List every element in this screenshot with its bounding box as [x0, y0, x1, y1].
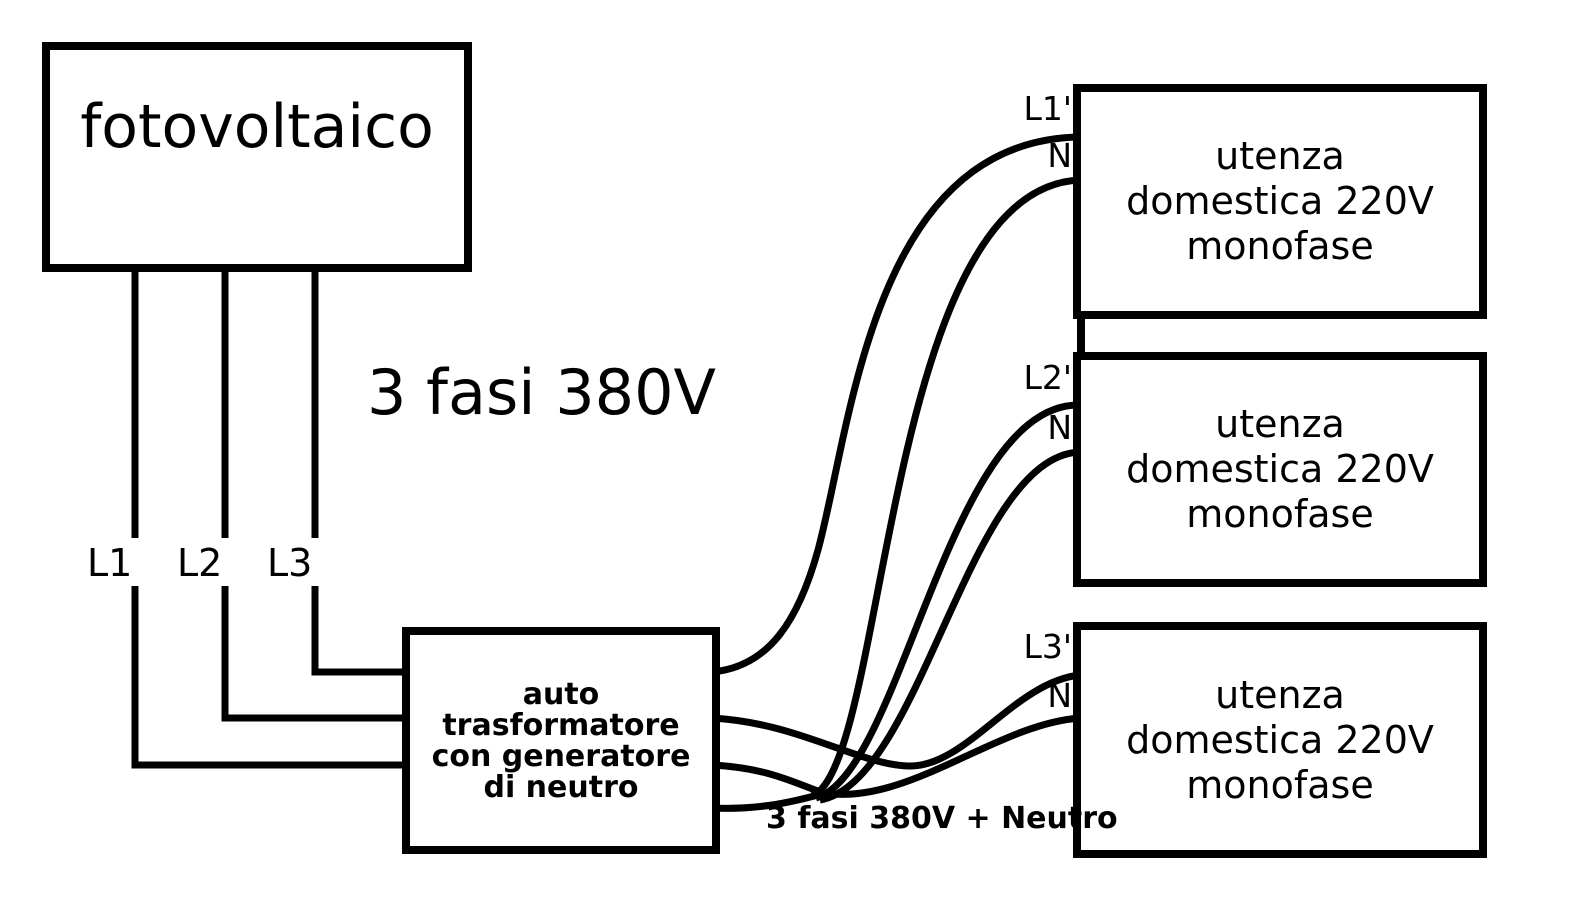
load3-label-line2: domestica 220V	[1126, 717, 1434, 762]
transformer-label-line3: con generatore	[431, 738, 691, 774]
source-label: fotovoltaico	[80, 92, 434, 162]
terminal-label-l1-prime: L1'	[1023, 89, 1072, 128]
wire-to-load3-phase	[711, 671, 1081, 770]
terminal-label-l3-prime: L3'	[1023, 627, 1072, 666]
load-box-1: utenza domestica 220V monofase	[1073, 84, 1487, 319]
load2-label-line1: utenza	[1215, 402, 1345, 446]
transformer-box: auto trasformatore con generatore di neu…	[402, 627, 720, 854]
load-box-3: utenza domestica 220V monofase	[1073, 622, 1487, 858]
phase-label-l3: L3	[267, 541, 313, 585]
wire-to-load1-phase	[711, 133, 1081, 676]
load1-label-line2: domestica 220V	[1126, 179, 1434, 223]
transformer-label-line2: trasformatore	[442, 707, 680, 743]
wire-to-load2-neutral	[819, 448, 1081, 804]
load2-label-line3: monofase	[1186, 492, 1374, 536]
load1-label-line3: monofase	[1186, 224, 1374, 268]
output-bus-label: 3 fasi 380V + Neutro	[766, 801, 1118, 836]
bus-voltage-label: 3 fasi 380V	[367, 356, 716, 429]
wire-to-load3-neutral	[711, 714, 1081, 798]
wire-to-load2-phase	[814, 401, 1081, 802]
load2-label-line2: domestica 220V	[1126, 447, 1434, 491]
wire-phase-l2	[221, 266, 410, 722]
wire-phase-l3	[311, 266, 410, 676]
load1-label-line1: utenza	[1215, 134, 1345, 178]
wire-to-load1-neutral	[810, 176, 1081, 800]
wire-neutral-stub	[711, 791, 819, 812]
load-box-2: utenza domestica 220V monofase	[1073, 352, 1487, 587]
wire-phase-l1	[131, 266, 410, 769]
load3-label-line1: utenza	[1215, 672, 1345, 717]
transformer-label-line1: auto	[522, 676, 600, 712]
phase-label-l2: L2	[177, 541, 223, 585]
terminal-label-n2: N	[1047, 408, 1072, 447]
phase-label-l1: L1	[87, 541, 133, 585]
terminal-label-n3: N	[1047, 676, 1072, 715]
load3-label-line3: monofase	[1186, 762, 1374, 807]
terminal-label-n1: N	[1047, 136, 1072, 175]
transformer-label-line4: di neutro	[483, 769, 639, 805]
terminal-label-l2-prime: L2'	[1023, 358, 1072, 397]
source-box: fotovoltaico	[42, 42, 472, 272]
